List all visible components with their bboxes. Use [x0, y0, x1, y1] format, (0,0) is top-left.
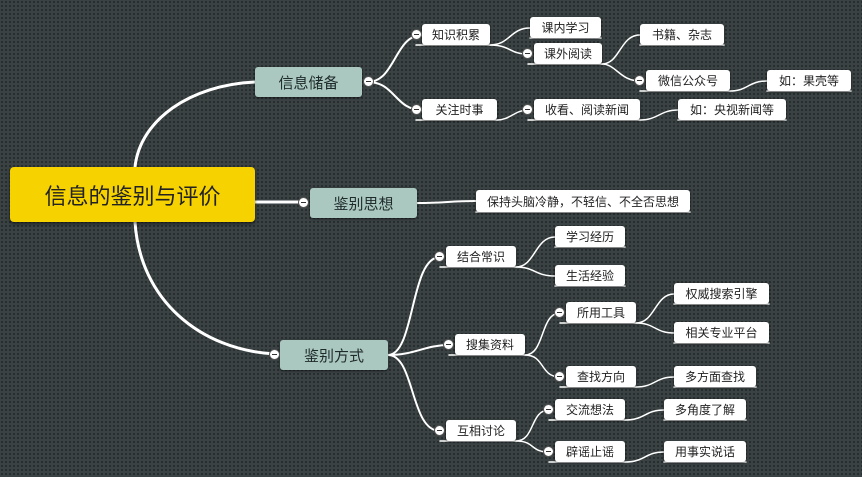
- subtopic-tools-used[interactable]: 所用工具: [566, 302, 636, 323]
- collapse-watch-news-toggle[interactable]: [522, 104, 533, 115]
- collapse-collect-materials-toggle[interactable]: [443, 339, 454, 350]
- edge-tools-platform: [635, 322, 675, 334]
- collapse-discussion-toggle[interactable]: [434, 425, 445, 436]
- subtopic-life-experience[interactable]: 生活经验: [555, 265, 625, 286]
- subtopic-multi-aspect-search[interactable]: 多方面查找: [674, 366, 756, 387]
- collapse-extra-reading-toggle[interactable]: [522, 48, 533, 59]
- edge-methods-common: [387, 256, 441, 356]
- subtopic-multi-angle-understanding[interactable]: 多角度了解: [664, 399, 746, 420]
- collapse-wechat-toggle[interactable]: [634, 75, 645, 86]
- collapse-methods-toggle[interactable]: [269, 349, 280, 360]
- collapse-storage-toggle[interactable]: [363, 76, 374, 87]
- subtopic-knowledge-accumulation[interactable]: 知识积累: [422, 24, 490, 45]
- subtopic-example-cctv-news[interactable]: 如：央视新闻等: [678, 99, 786, 120]
- topic-discrimination-methods[interactable]: 鉴别方式: [280, 340, 388, 370]
- subtopic-exchange-ideas[interactable]: 交流想法: [555, 399, 625, 420]
- edge-methods-search: [387, 344, 450, 356]
- subtopic-authoritative-search-engine[interactable]: 权威搜索引擎: [674, 283, 769, 304]
- collapse-exchange-toggle[interactable]: [543, 404, 554, 415]
- edge-direction-multi: [635, 376, 675, 388]
- edge-search-tools: [524, 312, 561, 356]
- edge-extra-books: [601, 34, 641, 65]
- edge-refute-facts: [624, 451, 665, 463]
- subtopic-example-guokr[interactable]: 如：果壳等: [767, 70, 851, 91]
- root-topic[interactable]: 信息的鉴别与评价: [10, 167, 255, 222]
- collapse-tools-toggle[interactable]: [554, 307, 565, 318]
- edge-common-life: [515, 266, 556, 277]
- edge-methods-discuss: [387, 354, 441, 432]
- subtopic-professional-platform[interactable]: 相关专业平台: [674, 322, 769, 343]
- subtopic-watch-read-news[interactable]: 收看、阅读新闻: [534, 99, 640, 120]
- edge-knowledge-inclass: [489, 27, 531, 46]
- subtopic-study-experience[interactable]: 学习经历: [555, 226, 625, 247]
- subtopic-search-direction[interactable]: 查找方向: [566, 366, 636, 387]
- edge-root-storage: [133, 80, 257, 169]
- collapse-news-toggle[interactable]: [411, 104, 422, 115]
- edge-storage-knowledge: [367, 34, 423, 83]
- subtopic-mutual-discussion[interactable]: 互相讨论: [446, 420, 516, 441]
- edge-common-study: [515, 236, 556, 268]
- collapse-refute-toggle[interactable]: [543, 446, 554, 457]
- edge-root-methods: [133, 220, 277, 356]
- subtopic-refute-rumors[interactable]: 辟谣止谣: [555, 441, 625, 462]
- collapse-mindset-toggle[interactable]: [298, 197, 309, 208]
- topic-information-storage[interactable]: 信息储备: [255, 67, 362, 97]
- subtopic-collect-materials[interactable]: 搜集资料: [455, 334, 525, 355]
- edge-tools-engine: [635, 293, 675, 324]
- subtopic-stay-calm[interactable]: 保持头脑冷静，不轻信、不全否思想: [476, 190, 690, 212]
- subtopic-extracurricular-reading[interactable]: 课外阅读: [534, 43, 602, 64]
- subtopic-speak-with-facts[interactable]: 用事实说话: [664, 441, 746, 462]
- edge-watch-example: [639, 109, 679, 121]
- subtopic-in-class-learning[interactable]: 课内学习: [530, 17, 601, 38]
- collapse-direction-toggle[interactable]: [554, 371, 565, 382]
- edge-wechat-example: [729, 80, 768, 92]
- edge-mindset-calm: [416, 200, 477, 204]
- edge-exchange-angles: [624, 409, 665, 421]
- collapse-knowledge-toggle[interactable]: [411, 29, 422, 40]
- subtopic-wechat-accounts[interactable]: 微信公众号: [646, 70, 730, 91]
- topic-discrimination-mindset[interactable]: 鉴别思想: [310, 188, 417, 218]
- collapse-common-sense-toggle[interactable]: [434, 251, 445, 262]
- subtopic-common-sense[interactable]: 结合常识: [446, 246, 516, 267]
- edge-discuss-exchange: [515, 409, 550, 442]
- subtopic-books-magazines[interactable]: 书籍、杂志: [640, 24, 724, 45]
- subtopic-follow-current-events[interactable]: 关注时事: [422, 99, 497, 120]
